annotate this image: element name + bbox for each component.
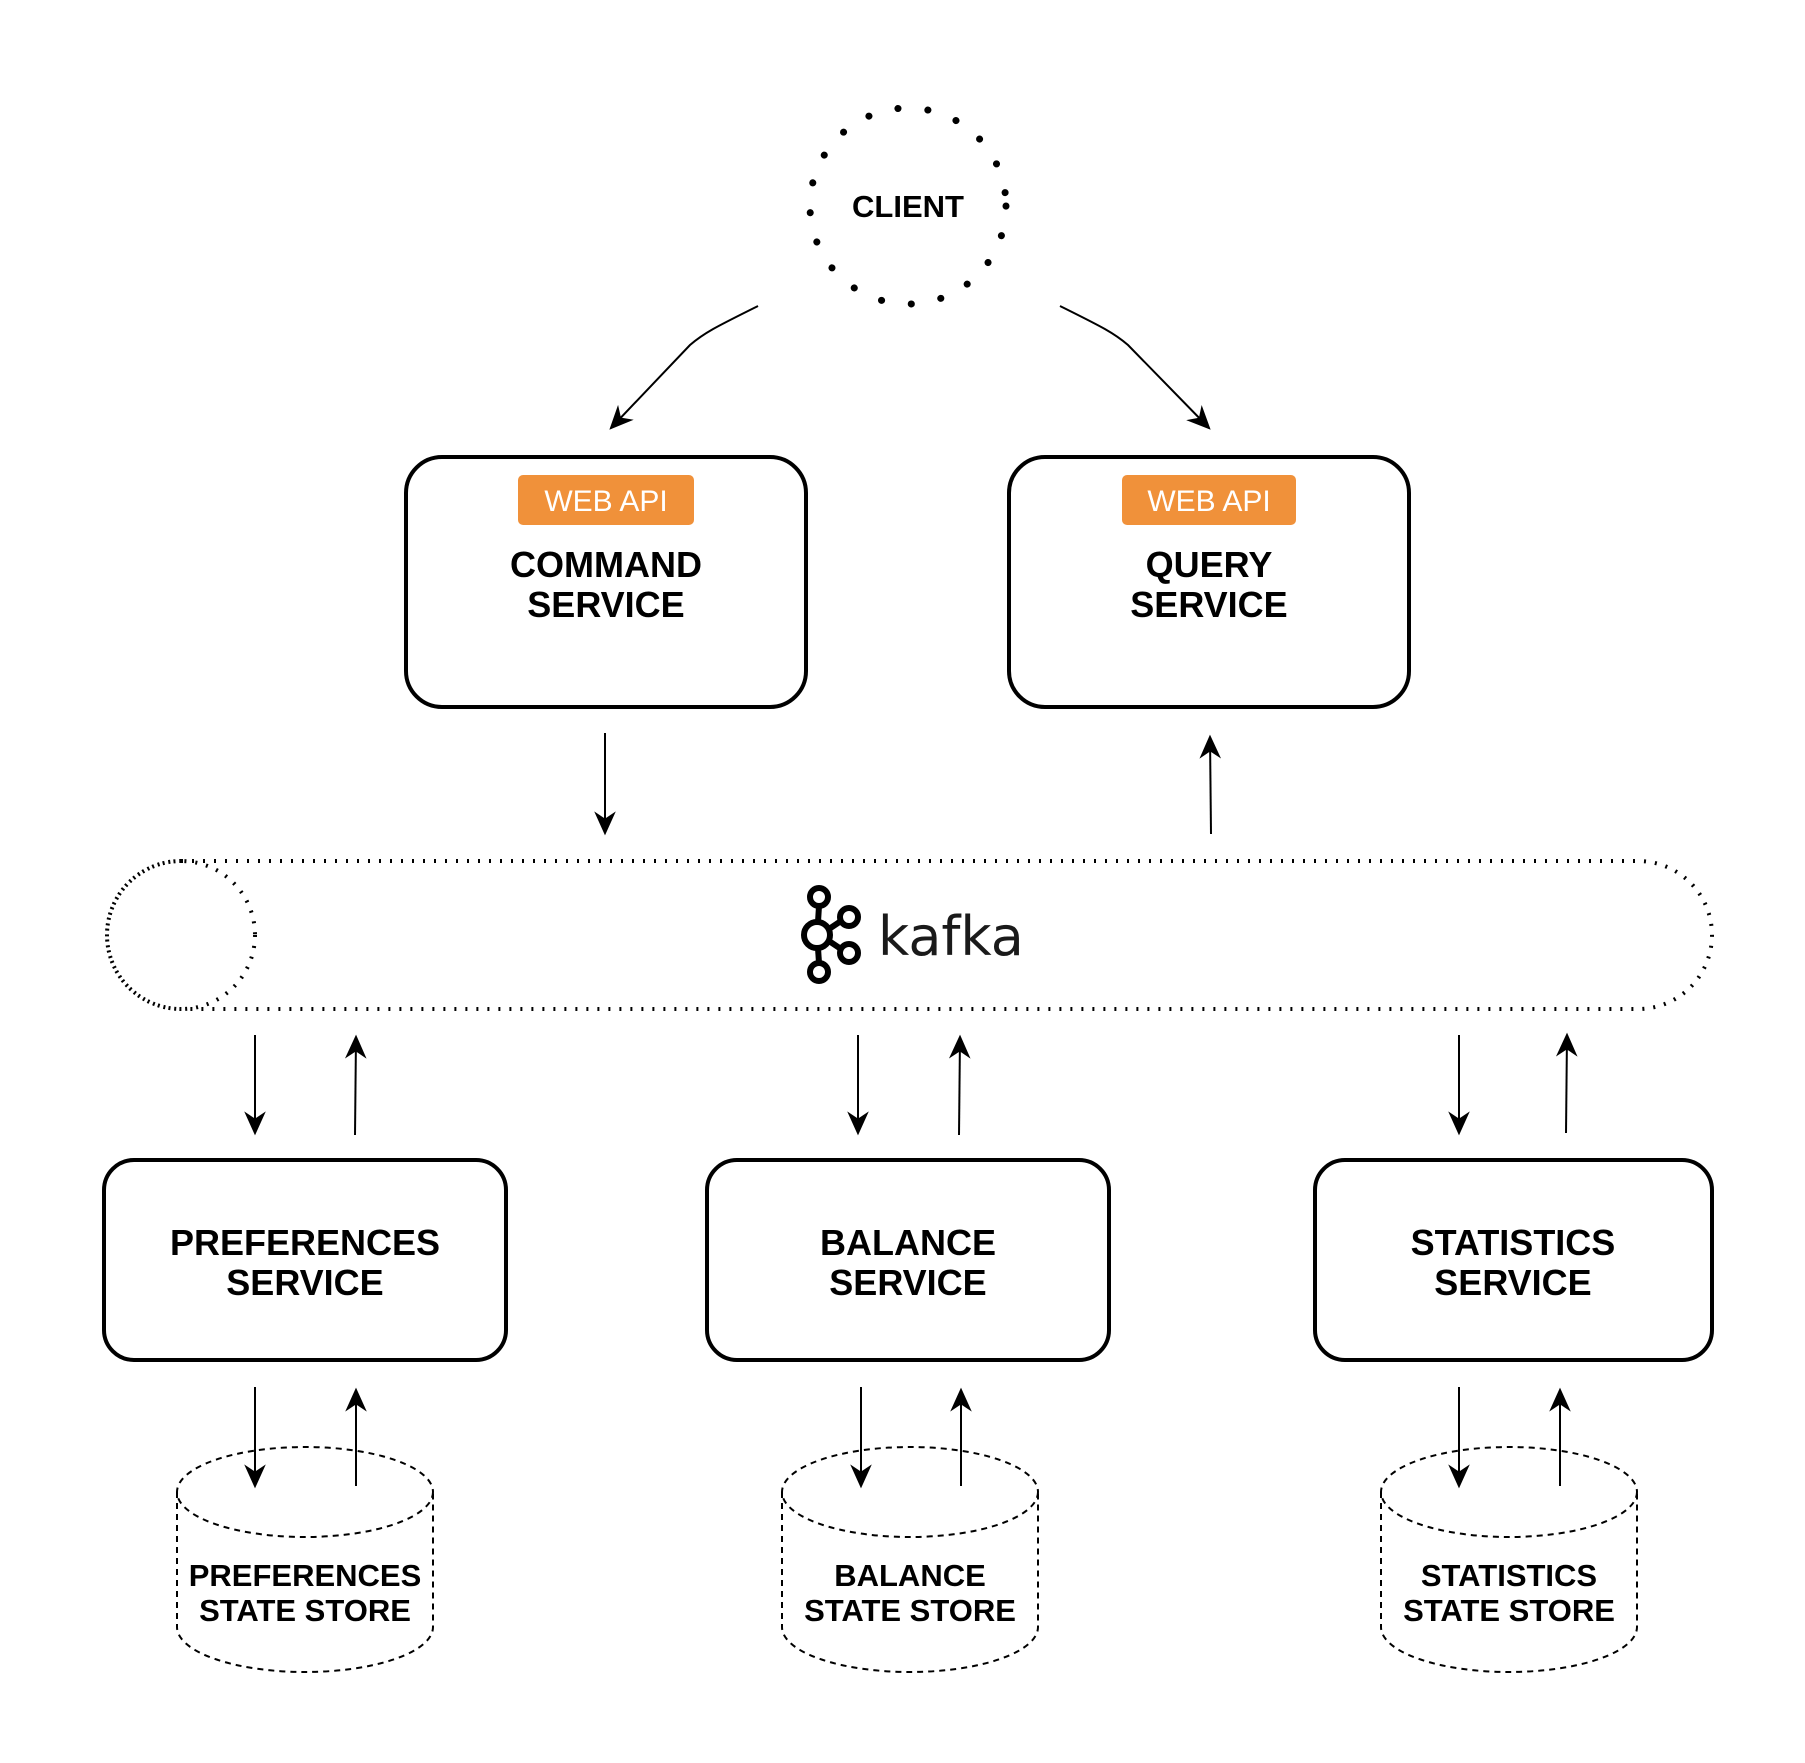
command-web-api-label: WEB API (544, 485, 667, 518)
command-service-title-1: COMMAND (510, 544, 702, 585)
statistics-service-title-2: SERVICE (1434, 1262, 1591, 1303)
preferences-store-title-1: PREFERENCES (189, 1558, 422, 1593)
kafka-logo-icon (801, 885, 861, 984)
statistics-to-kafka-arrow (1555, 1032, 1578, 1134)
query-service-box: WEB API QUERY SERVICE (1007, 455, 1411, 709)
client-node: CLIENT (806, 104, 1010, 308)
web-api-badge (518, 475, 694, 525)
client-label: CLIENT (852, 189, 964, 224)
query-service-title-2: SERVICE (1130, 584, 1287, 625)
balance-to-kafka-arrow (948, 1034, 971, 1136)
command-service-box: WEB API COMMAND SERVICE (404, 455, 808, 709)
client-to-query-arrow (1059, 305, 1211, 430)
kafka-bus (105, 859, 1714, 1011)
balance-service-box: BALANCE SERVICE (705, 1158, 1111, 1362)
balance-service-title-2: SERVICE (829, 1262, 986, 1303)
statistics-service-title-1: STATISTICS (1411, 1222, 1616, 1263)
preferences-store-title-2: STATE STORE (199, 1593, 411, 1628)
preferences-service-box: PREFERENCES SERVICE (102, 1158, 508, 1362)
preferences-to-kafka-arrow (344, 1034, 367, 1136)
balance-state-store (781, 1446, 1039, 1673)
query-service-title-1: QUERY (1146, 544, 1273, 585)
balance-store-title-2: STATE STORE (804, 1593, 1016, 1628)
statistics-store-title-2: STATE STORE (1403, 1593, 1615, 1628)
kafka-label: kafka (878, 905, 1024, 968)
preferences-service-title-1: PREFERENCES (170, 1222, 440, 1263)
command-service-title-2: SERVICE (527, 584, 684, 625)
preferences-state-store (176, 1446, 434, 1673)
web-api-badge (1122, 475, 1296, 525)
client-to-command-arrow (609, 305, 759, 430)
query-web-api-label: WEB API (1147, 485, 1270, 518)
statistics-store-title-1: STATISTICS (1421, 1558, 1597, 1593)
statistics-state-store (1380, 1446, 1638, 1673)
balance-store-title-1: BALANCE (834, 1558, 986, 1593)
kafka-to-query-arrow (1199, 734, 1222, 835)
preferences-service-title-2: SERVICE (226, 1262, 383, 1303)
statistics-service-box: STATISTICS SERVICE (1313, 1158, 1714, 1362)
balance-service-title-1: BALANCE (820, 1222, 996, 1263)
